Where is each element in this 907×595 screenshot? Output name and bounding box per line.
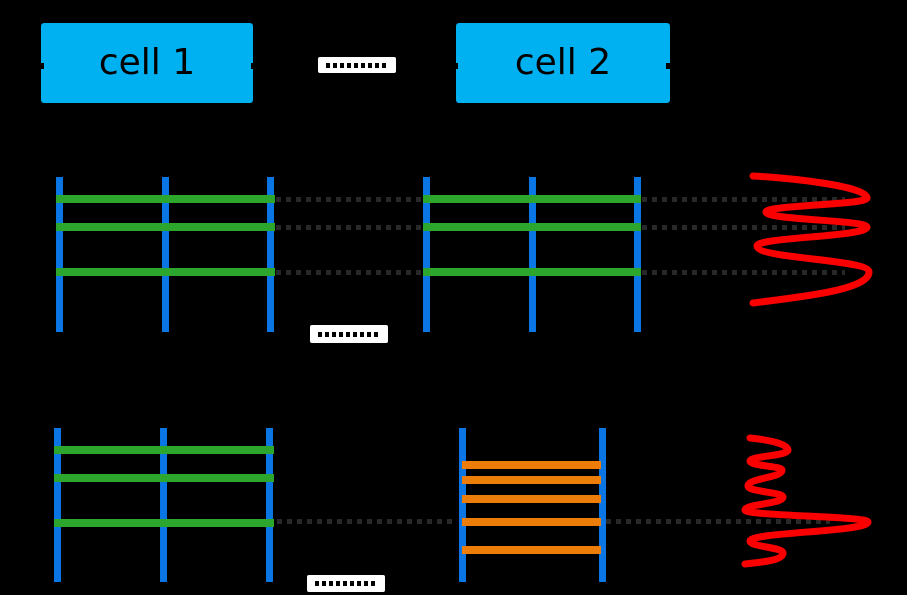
- cell2-ordered-row1-level: [423, 195, 641, 203]
- ellipsis-separator-row1: [310, 325, 388, 343]
- cell1-ordered-row1-level: [56, 268, 275, 276]
- cell2-disordered-row2-level: [462, 476, 601, 484]
- cell1-ordered-row2-level: [54, 446, 274, 454]
- cell2-ordered-row1-level: [423, 223, 641, 231]
- level-connector-dotted: [276, 270, 423, 275]
- dotted-line-tick: [452, 63, 458, 69]
- level-connector-dotted: [642, 197, 845, 202]
- cell1-ordered-row1-wall: [162, 177, 169, 332]
- cell2-disordered-row2-wall: [599, 428, 606, 582]
- cell2-ordered-row1-wall: [529, 177, 536, 332]
- cell2-disordered-row2-wall: [459, 428, 466, 582]
- cell1-ordered-row2-level: [54, 519, 274, 527]
- cell1-ordered-row1-wall: [267, 177, 274, 332]
- cell2-ordered-row1-wall: [634, 177, 641, 332]
- level-connector-dotted: [277, 519, 457, 524]
- cell2-disordered-row2-level: [462, 546, 601, 554]
- cell2-disordered-row2-level: [462, 495, 601, 503]
- level-connector-dotted: [606, 519, 830, 524]
- cell-1-label: cell 1: [98, 42, 196, 83]
- spectrum-curve-ordered: [749, 172, 873, 307]
- cell-2-label: cell 2: [514, 42, 612, 83]
- cell2-disordered-row2-level: [462, 518, 601, 526]
- dotted-line-tick: [666, 63, 672, 69]
- cell1-ordered-row1-level: [56, 195, 275, 203]
- cell2-ordered-row1-level: [423, 268, 641, 276]
- cell1-ordered-row2-level: [54, 474, 274, 482]
- ellipsis-dots-icon: [315, 581, 377, 586]
- ellipsis-separator-cells: [318, 57, 396, 73]
- cell1-ordered-row2-wall: [54, 428, 61, 582]
- level-connector-dotted: [642, 270, 845, 275]
- cell-2-box: cell 2: [456, 23, 670, 103]
- cell1-ordered-row1-level: [56, 223, 275, 231]
- cell2-disordered-row2-level: [462, 461, 601, 469]
- cell1-ordered-row2-wall: [160, 428, 167, 582]
- dotted-line-tick: [38, 63, 44, 69]
- spectrum-curve-disordered: [741, 434, 872, 568]
- level-connector-dotted: [276, 225, 423, 230]
- level-connector-dotted: [276, 197, 423, 202]
- level-connector-dotted: [642, 225, 845, 230]
- cell1-ordered-row1-wall: [56, 177, 63, 332]
- cell2-ordered-row1-wall: [423, 177, 430, 332]
- ellipsis-dots-icon: [318, 331, 380, 337]
- dotted-line-tick: [251, 63, 257, 69]
- cell-1-box: cell 1: [41, 23, 253, 103]
- ellipsis-separator-row2: [307, 575, 385, 592]
- cell1-ordered-row2-wall: [266, 428, 273, 582]
- ellipsis-dots-icon: [326, 62, 388, 68]
